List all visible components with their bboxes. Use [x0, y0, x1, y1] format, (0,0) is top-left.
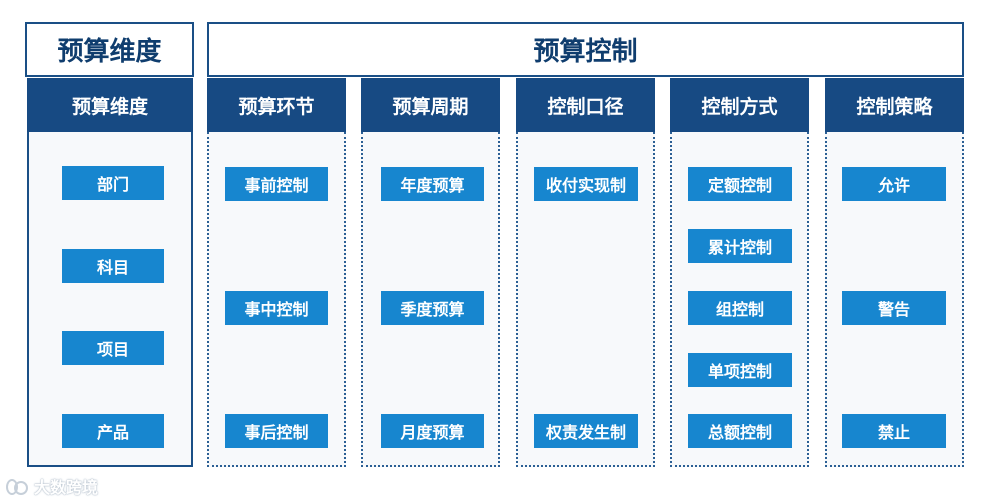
column-body: 允许 警告 禁止 — [825, 132, 964, 467]
column-budget-stage: 预算环节 事前控制 事中控制 事后控制 — [207, 78, 346, 467]
right-title: 预算控制 — [533, 37, 638, 67]
item-product: 产品 — [62, 414, 164, 448]
item-forbid: 禁止 — [842, 414, 946, 448]
column-header: 预算周期 — [361, 78, 500, 132]
item-accrual-basis: 权责发生制 — [534, 414, 638, 448]
item-quota-control: 定额控制 — [688, 167, 792, 201]
column-header: 控制策略 — [825, 78, 964, 132]
item-pre-control: 事前控制 — [225, 167, 328, 201]
column-control-basis: 控制口径 收付实现制 权责发生制 — [516, 78, 655, 467]
watermark-logo: 大数跨境 — [6, 474, 98, 498]
right-title-box: 预算控制 — [207, 22, 964, 77]
column-body: 年度预算 季度预算 月度预算 — [361, 132, 500, 467]
item-project: 项目 — [62, 331, 164, 365]
column-body: 事前控制 事中控制 事后控制 — [207, 132, 346, 467]
item-monthly-budget: 月度预算 — [381, 414, 484, 448]
item-cash-basis: 收付实现制 — [534, 167, 638, 201]
item-subject: 科目 — [62, 249, 164, 283]
item-cumulative-control: 累计控制 — [688, 229, 792, 263]
column-body: 部门 科目 项目 产品 — [27, 132, 193, 467]
column-budget-period: 预算周期 年度预算 季度预算 月度预算 — [361, 78, 500, 467]
item-annual-budget: 年度预算 — [381, 167, 484, 201]
column-body: 收付实现制 权责发生制 — [516, 132, 655, 467]
watermark-text: 大数跨境 — [34, 478, 99, 497]
item-post-control: 事后控制 — [225, 414, 328, 448]
column-header: 控制方式 — [670, 78, 809, 132]
item-allow: 允许 — [842, 167, 946, 201]
item-quarterly-budget: 季度预算 — [381, 291, 484, 325]
item-mid-control: 事中控制 — [225, 291, 328, 325]
left-title: 预算维度 — [57, 37, 162, 67]
logo-icon — [6, 477, 28, 495]
column-budget-dimension: 预算维度 部门 科目 项目 产品 — [27, 78, 193, 467]
column-control-strategy: 控制策略 允许 警告 禁止 — [825, 78, 964, 467]
item-total-control: 总额控制 — [688, 414, 792, 448]
column-header: 预算环节 — [207, 78, 346, 132]
item-warn: 警告 — [842, 291, 946, 325]
column-control-method: 控制方式 定额控制 累计控制 组控制 单项控制 总额控制 — [670, 78, 809, 467]
left-title-box: 预算维度 — [25, 22, 194, 77]
item-single-control: 单项控制 — [688, 353, 792, 387]
column-body: 定额控制 累计控制 组控制 单项控制 总额控制 — [670, 132, 809, 467]
column-header: 预算维度 — [27, 78, 193, 132]
column-header: 控制口径 — [516, 78, 655, 132]
item-department: 部门 — [62, 166, 164, 200]
item-group-control: 组控制 — [688, 291, 792, 325]
